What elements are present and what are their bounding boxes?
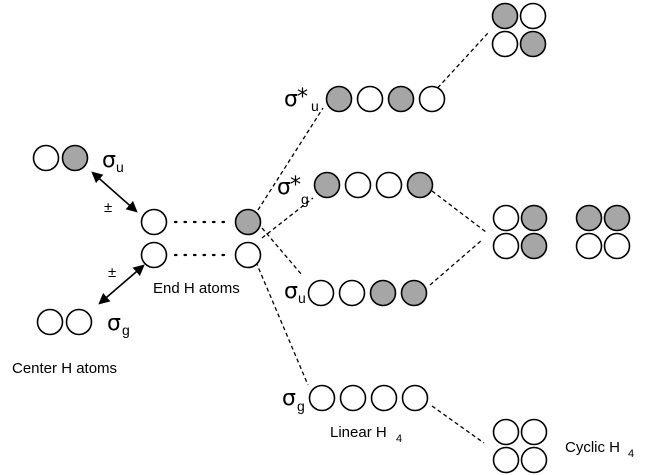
caption-linear-h4: Linear H 4 xyxy=(330,424,402,445)
line-sigma-star-u-to-cyclic-top xyxy=(432,32,489,94)
label-sigma-u: σ u xyxy=(284,279,306,306)
h-atom-filled xyxy=(603,204,631,232)
h-atom-empty xyxy=(234,241,262,269)
h-atom-empty xyxy=(140,208,168,236)
h-atom-empty xyxy=(603,232,631,260)
linear-orbital-sigma-star-g xyxy=(313,171,434,199)
label-center-sigma: σ xyxy=(107,311,121,336)
h-atom-filled xyxy=(520,232,548,260)
svg-text:Cyclic H: Cyclic H xyxy=(565,439,620,456)
h-atom-empty xyxy=(519,2,547,30)
h-atom-filled xyxy=(234,208,262,236)
svg-text:u: u xyxy=(311,98,319,114)
caption-cyclic-h4: Cyclic H 4 xyxy=(565,439,634,460)
label-plus-minus-lower: ± xyxy=(108,264,116,281)
h-atom-empty xyxy=(492,204,520,232)
label-center-sigma: σ xyxy=(102,148,116,173)
label-sigma-g: σ g xyxy=(282,386,305,414)
h-atom-empty xyxy=(375,171,403,199)
h-atom-empty xyxy=(492,232,520,260)
h-atom-empty xyxy=(520,446,548,474)
label-center-sigma-u-sub: u xyxy=(116,159,124,175)
svg-text:*: * xyxy=(290,173,301,198)
h-atom-filled xyxy=(520,204,548,232)
h-atom-empty xyxy=(520,418,548,446)
line-sigma-star-g-to-cyclic-mid xyxy=(431,190,487,233)
svg-text:u: u xyxy=(298,290,306,306)
linear-orbital-sigma-u xyxy=(307,279,428,307)
end-atom-top-right xyxy=(234,208,262,236)
h-atom-empty xyxy=(140,241,168,269)
linear-orbital-sigma-star-u xyxy=(325,85,446,113)
h-atom-filled xyxy=(369,279,397,307)
svg-text:σ: σ xyxy=(284,279,298,304)
svg-text:σ: σ xyxy=(277,175,291,200)
end-atom-bottom-right xyxy=(234,241,262,269)
h-atom-empty xyxy=(344,171,372,199)
svg-text:g: g xyxy=(297,398,305,414)
center-sigma-g-atoms xyxy=(36,308,93,336)
h-atom-empty xyxy=(356,85,384,113)
h-atom-empty xyxy=(491,30,519,58)
caption-center-h-atoms: Center H atoms xyxy=(12,360,117,377)
cyclic-orbital-bottom xyxy=(492,418,548,474)
combine-arrow-upper xyxy=(91,171,138,213)
center-sigma-u-atoms xyxy=(32,144,89,172)
linear-orbital-sigma-g xyxy=(308,384,429,412)
label-plus-minus-upper: ± xyxy=(104,199,112,216)
svg-text:Linear H: Linear H xyxy=(330,424,387,441)
h-atom-empty xyxy=(418,85,446,113)
line-end-to-sigma-star-g xyxy=(261,197,314,239)
label-sigma-star-u: σ * u xyxy=(284,85,319,114)
svg-text:g: g xyxy=(301,191,309,207)
caption-end-h-atoms: End H atoms xyxy=(153,280,240,297)
cyclic-orbital-top xyxy=(491,2,547,58)
h-atom-empty xyxy=(36,308,64,336)
h-atom-empty xyxy=(308,384,336,412)
h-atom-empty xyxy=(307,279,335,307)
cyclic-orbital-middle-b xyxy=(575,204,631,260)
h-atom-empty xyxy=(575,232,603,260)
h-atom-filled xyxy=(387,85,415,113)
combine-arrow-lower xyxy=(98,264,145,305)
h-atom-filled xyxy=(313,171,341,199)
h-atom-filled xyxy=(406,171,434,199)
h-atom-filled xyxy=(61,144,89,172)
h-atom-empty xyxy=(401,384,429,412)
h-atom-empty xyxy=(32,144,60,172)
line-sigma-u-to-cyclic-mid xyxy=(429,239,483,286)
h-atom-filled xyxy=(575,204,603,232)
h-atom-filled xyxy=(519,30,547,58)
h-atom-filled xyxy=(325,85,353,113)
h-atom-empty xyxy=(492,446,520,474)
line-end-to-sigma-g xyxy=(255,261,309,386)
h-atom-empty xyxy=(492,418,520,446)
cyclic-orbital-middle-a xyxy=(492,204,548,260)
line-sigma-g-to-cyclic-bottom xyxy=(431,405,485,444)
h-atom-empty xyxy=(370,384,398,412)
svg-text:σ: σ xyxy=(284,87,298,112)
h-atom-filled xyxy=(400,279,428,307)
line-end-to-sigma-u xyxy=(261,227,303,276)
svg-text:σ: σ xyxy=(282,386,296,411)
correlation-lines xyxy=(173,32,489,444)
label-sigma-star-g: σ * g xyxy=(277,173,309,207)
end-atom-bottom-left xyxy=(140,241,168,269)
svg-text:4: 4 xyxy=(396,433,402,445)
h-atom-empty xyxy=(65,308,93,336)
h-atom-filled xyxy=(491,2,519,30)
end-atom-top-left xyxy=(140,208,168,236)
svg-text:4: 4 xyxy=(628,448,634,460)
line-end-to-sigma-star-u xyxy=(257,107,324,211)
label-center-sigma-g-sub: g xyxy=(122,322,130,338)
h-atom-empty xyxy=(338,279,366,307)
h-atom-empty xyxy=(339,384,367,412)
svg-text:*: * xyxy=(297,85,308,110)
